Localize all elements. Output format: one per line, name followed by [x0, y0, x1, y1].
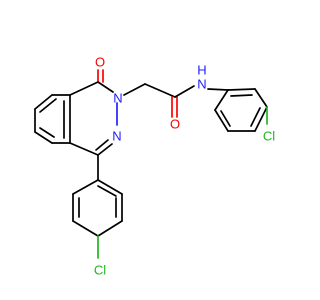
chlorine-atom-label: Cl [263, 129, 275, 144]
bond [214, 109, 229, 132]
bond [254, 88, 268, 108]
molecule-structure-diagram: O N N O N H Cl Cl [34, 55, 275, 278]
bond [227, 88, 256, 91]
bond [72, 220, 99, 237]
bond [34, 94, 53, 110]
atom-labels: O N N O N H Cl Cl [94, 55, 275, 278]
bond [97, 179, 123, 195]
bond [97, 143, 113, 156]
bond [144, 83, 176, 98]
hydrogen-atom-label: H [197, 63, 206, 78]
bond [230, 94, 253, 97]
chlorine-atom-label: Cl [94, 263, 106, 278]
bond [254, 106, 268, 132]
bond [123, 83, 146, 96]
bond [39, 127, 55, 138]
nitrogen-atom-label: N [197, 77, 206, 92]
nitrogen-atom-label: N [113, 91, 122, 106]
bond [34, 131, 53, 144]
nitrogen-atom-label: N [112, 129, 121, 144]
oxygen-atom-label: O [95, 55, 105, 70]
bond [214, 89, 229, 111]
bond [69, 142, 99, 156]
bond [69, 81, 99, 96]
bond [97, 185, 117, 197]
bonds [34, 69, 268, 259]
bond [250, 107, 261, 127]
bond [174, 85, 195, 98]
bond [220, 110, 231, 127]
bond [207, 88, 229, 91]
bond [97, 220, 123, 237]
bond [95, 139, 109, 151]
oxygen-atom-label: O [170, 117, 180, 132]
bond [72, 179, 99, 195]
bond [39, 98, 57, 113]
bond [97, 81, 114, 93]
